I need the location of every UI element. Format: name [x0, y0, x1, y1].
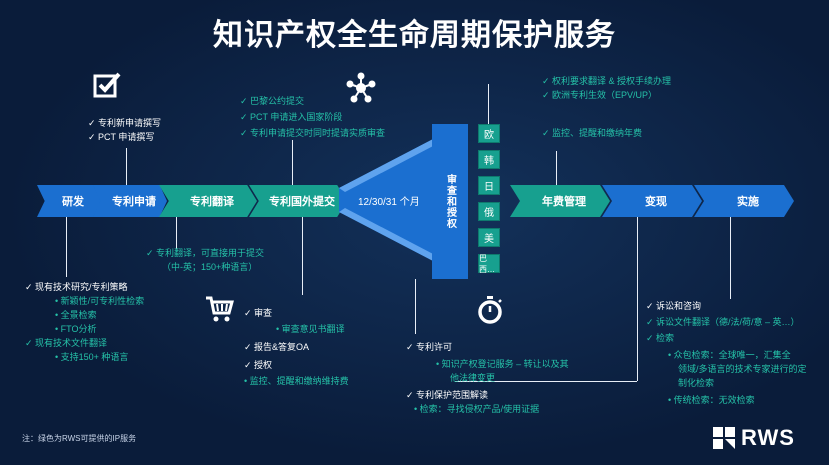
country-eu: 欧: [478, 124, 500, 143]
list-item: 专利保护范围解读: [406, 388, 569, 402]
list-item: 专利申请提交时同时提请实质审查: [240, 126, 385, 140]
list-item: 传统检索：无效检索: [646, 393, 807, 407]
stage-enforce: 实施: [694, 185, 794, 217]
list-item: FTO分析: [25, 322, 144, 336]
list-item: 诉讼文件翻译（德/法/荷/意 – 英…）: [646, 315, 807, 329]
list-item: 检索：寻找侵权产品/使用证据: [406, 402, 569, 416]
list-item: 新颖性/可专利性检索: [25, 294, 145, 308]
research-list: 现有技术研究/专利策略 新颖性/可专利性检索 全景检索 FTO分析 现有技术文件…: [25, 280, 144, 364]
country-column: 欧 韩 日 俄 美 巴西…: [478, 124, 500, 274]
country-br: 巴西…: [478, 254, 500, 274]
country-us: 美: [478, 228, 500, 247]
list-item: 现有技术文件翻译: [25, 336, 144, 350]
list-item: 授权: [244, 358, 349, 372]
country-kr: 韩: [478, 150, 500, 169]
stopwatch-icon: [476, 295, 504, 325]
rws-logo: RWS: [713, 425, 795, 451]
rws-logo-text: RWS: [741, 425, 795, 450]
list-item: 监控、提醒和缴纳年费: [542, 126, 642, 140]
page-title: 知识产权全生命周期保护服务: [213, 19, 616, 52]
list-item: 专利翻译，可直接用于提交: [146, 246, 264, 260]
country-jp: 日: [478, 176, 500, 195]
grant-list: 权利要求翻译 & 授权手续办理 欧洲专利生效（EPV/UP）: [542, 74, 671, 102]
stage-foreign-filing: 专利国外提交: [249, 185, 347, 217]
list-item: 审查意见书翻译: [244, 322, 349, 336]
stage-patent-translation: 专利翻译: [159, 185, 257, 217]
application-list: 专利新申请撰写 PCT 申请撰写: [88, 116, 161, 144]
list-item: PCT 申请进入国家阶段: [240, 110, 385, 124]
rws-logo-mark-icon: [713, 427, 735, 449]
enforce-list: 诉讼和咨询 诉讼文件翻译（德/法/荷/意 – 英…） 检索 众包检索：全球唯一，…: [646, 299, 807, 407]
list-item: 检索: [646, 331, 807, 345]
funnel-arrow: [339, 138, 435, 262]
list-item: 权利要求翻译 & 授权手续办理: [542, 74, 671, 88]
list-item: 他法律变更: [450, 373, 496, 383]
exam-grant-label: 审查和授权: [444, 174, 456, 229]
list-item: PCT 申请撰写: [88, 130, 161, 144]
footnote: 注：绿色为RWS可提供的IP服务: [22, 434, 137, 443]
list-item: （中-英；150+种语言）: [162, 262, 258, 272]
list-item: 监控、提醒和缴纳维持费: [244, 374, 349, 388]
stage-annuity: 年费管理: [510, 185, 610, 217]
translation-note: 专利翻译，可直接用于提交 （中-英；150+种语言）: [146, 246, 264, 274]
stage-monetize: 变现: [602, 185, 702, 217]
country-ru: 俄: [478, 202, 500, 221]
stage-research: 研发: [37, 185, 101, 217]
list-item: 支持150+ 种语言: [25, 350, 144, 364]
checkbox-icon: [92, 70, 122, 100]
license-list: 专利许可 知识产权登记服务 – 转让以及其 他法律变更 专利保护范围解读 检索：…: [406, 340, 569, 416]
stage-exam-grant: 审查和授权: [432, 124, 468, 279]
list-item: 专利许可: [406, 340, 569, 354]
list-item: 众包检索：全球唯一，汇集全: [646, 348, 807, 362]
list-item: 专利新申请撰写: [88, 116, 161, 130]
list-item: 诉讼和咨询: [646, 299, 807, 313]
list-item: 制化检索: [678, 378, 715, 388]
annuity-list: 监控、提醒和缴纳年费: [542, 126, 642, 140]
exam-list: 审查 审查意见书翻译 报告&答复OA 授权 监控、提醒和缴纳维持费: [244, 306, 349, 388]
stage-patent-application: 专利申请: [93, 185, 167, 217]
list-item: 领域/多语言的技术专家进行的定: [678, 364, 807, 374]
list-item: 巴黎公约提交: [240, 94, 385, 108]
list-item: 知识产权登记服务 – 转让以及其: [406, 357, 569, 371]
list-item: 审查: [244, 306, 349, 320]
foreign-filing-list: 巴黎公约提交 PCT 申请进入国家阶段 专利申请提交时同时提请实质审查: [240, 94, 385, 140]
list-item: 欧洲专利生效（EPV/UP）: [542, 88, 671, 102]
list-item: 全景检索: [25, 308, 144, 322]
list-item: 现有技术研究/专利策略: [25, 280, 144, 294]
list-item: 报告&答复OA: [244, 340, 349, 354]
period-label: 12/30/31 个月: [358, 197, 420, 208]
cart-icon: [204, 295, 234, 323]
